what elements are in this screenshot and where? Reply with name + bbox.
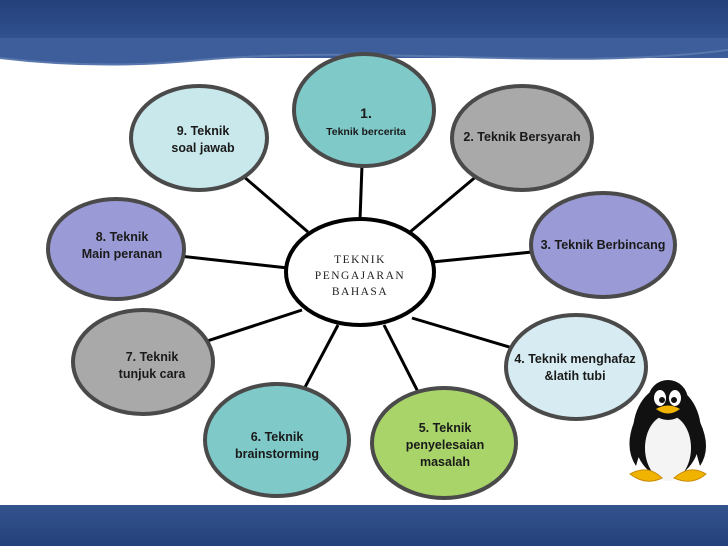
node-3-label: 3. Teknik Berbincang	[540, 238, 666, 252]
node-5-label: 5. Teknik penyelesaian masalah	[405, 421, 485, 469]
node-7-label: 7. Teknik tunjuk cara	[118, 350, 186, 381]
bottom-banner	[0, 505, 728, 546]
node-5-ellipse	[370, 386, 518, 500]
node-1-number: 1.	[360, 105, 372, 121]
top-banner	[0, 0, 728, 66]
center-ellipse	[284, 217, 436, 327]
banner-wave	[0, 38, 728, 66]
node-4-ellipse	[504, 313, 648, 421]
node-8-label: 8. Teknik Main peranan	[81, 230, 163, 261]
node-7-ellipse	[71, 308, 215, 416]
node-8-ellipse	[46, 197, 186, 301]
node-2-ellipse	[450, 84, 594, 192]
node-3-ellipse	[529, 191, 677, 299]
node-9-label: 9. Teknik soal jawab	[171, 124, 235, 155]
node-1-text: Teknik bercerita	[326, 126, 406, 138]
node-6-ellipse	[203, 382, 351, 498]
node-1-label: 1. Teknik bercerita	[296, 88, 436, 141]
node-6-label: 6. Teknik brainstorming	[234, 430, 320, 461]
center-label: TEKNIK PENGAJARAN BAHASA	[314, 254, 406, 298]
node-1-ellipse	[292, 52, 436, 168]
node-4-label: 4. Teknik menghafaz &latih tubi	[514, 352, 636, 383]
penguin-icon	[629, 380, 707, 482]
node-2-label: 2. Teknik Bersyarah	[463, 130, 581, 144]
node-9-ellipse	[129, 84, 269, 192]
